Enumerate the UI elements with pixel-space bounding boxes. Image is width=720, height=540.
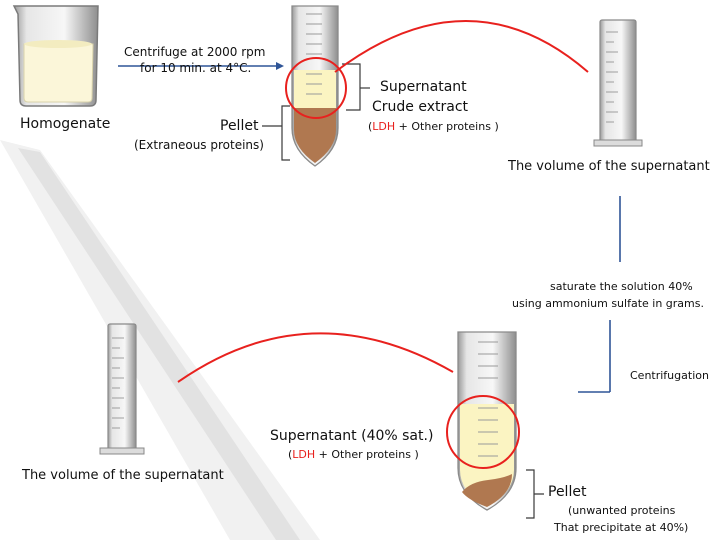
supernatant-40-highlight-circle xyxy=(446,395,520,469)
homogenate-beaker xyxy=(12,5,99,107)
volume-supernatant-left: The volume of the supernatant xyxy=(22,468,224,483)
centrifuge-condition-line2: for 10 min. at 4°C. xyxy=(140,61,252,75)
ldh-other-proteins-bottom: (LDH + Other proteins ) xyxy=(288,448,419,462)
flow-connectors xyxy=(578,196,621,393)
centrifuge-arrow xyxy=(118,62,284,70)
other-proteins-term-bottom: + Other proteins ) xyxy=(315,448,419,461)
pellet-label-top: Pellet xyxy=(220,118,259,134)
supernatant-label-top: Supernatant xyxy=(380,79,467,95)
centrifuge-tube-top xyxy=(285,5,347,167)
unwanted-proteins-line1: (unwanted proteins xyxy=(568,504,676,517)
homogenate-label: Homogenate xyxy=(20,116,111,132)
volume-supernatant-right: The volume of the supernatant xyxy=(508,159,710,174)
paren-open-bottom: ( xyxy=(288,448,293,461)
ldh-term-bottom: LDH xyxy=(292,448,316,461)
supernatant-40-label: Supernatant (40% sat.) xyxy=(270,428,434,444)
supernatant-highlight-circle xyxy=(285,57,347,119)
graduated-cylinder-left xyxy=(99,323,145,455)
saturate-line1: saturate the solution 40% xyxy=(550,280,693,293)
extraneous-proteins-label: (Extraneous proteins) xyxy=(134,138,264,152)
graduated-cylinder-right xyxy=(593,19,643,147)
paren-open: ( xyxy=(368,120,373,133)
ldh-other-proteins-top: (LDH + Other proteins ) xyxy=(368,120,499,134)
tube-top-brackets xyxy=(262,63,370,161)
ldh-term: LDH xyxy=(372,120,396,133)
pellet-label-bottom: Pellet xyxy=(548,484,587,500)
transfer-curve-top xyxy=(334,20,589,73)
tube-bottom-bracket xyxy=(526,469,544,519)
background-band xyxy=(0,140,320,540)
unwanted-proteins-line2: That precipitate at 40%) xyxy=(554,521,689,534)
transfer-curve-bottom xyxy=(177,332,454,383)
other-proteins-term: + Other proteins ) xyxy=(395,120,499,133)
saturate-line2: using ammonium sulfate in grams. xyxy=(512,297,704,310)
centrifuge-tube-bottom xyxy=(446,331,520,511)
centrifugation-label: Centrifugation xyxy=(630,369,709,382)
crude-extract-label: Crude extract xyxy=(372,99,469,115)
centrifuge-condition-line1: Centrifuge at 2000 rpm xyxy=(124,45,266,59)
